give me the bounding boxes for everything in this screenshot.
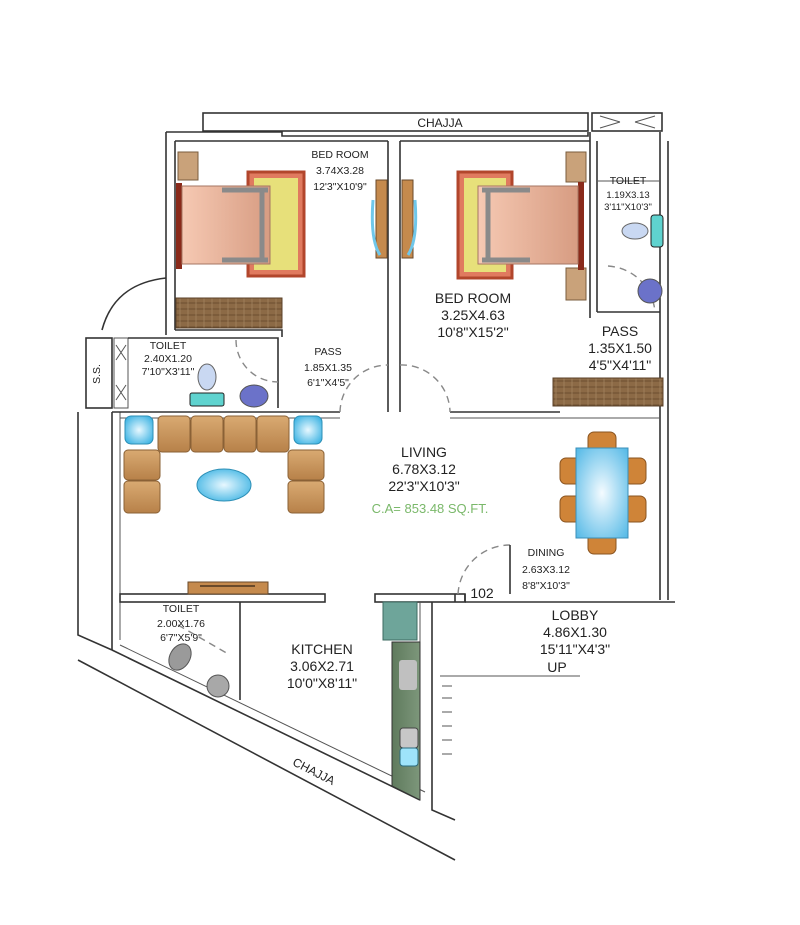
room-name: BED ROOM	[311, 149, 368, 161]
room-pass-center: PASS 1.85X1.35 6'1"X4'5"	[304, 346, 352, 389]
unit-number: 102	[470, 585, 494, 601]
room-name: LIVING	[401, 444, 447, 460]
room-metric: 4.86X1.30	[543, 624, 607, 640]
room-dining: DINING 2.63X3.12 8'8"X10'3"	[522, 547, 570, 592]
room-metric: 3.06X2.71	[290, 658, 354, 674]
room-name: KITCHEN	[291, 641, 352, 657]
room-metric: 2.00X1.76	[157, 618, 205, 630]
room-name: PASS	[314, 346, 341, 358]
chajja-top-label: CHAJJA	[417, 116, 462, 130]
room-kitchen: KITCHEN 3.06X2.71 10'0"X8'11"	[287, 641, 357, 691]
room-living: LIVING 6.78X3.12 22'3"X10'3" C.A= 853.48…	[372, 444, 489, 516]
carpet-area-label: C.A= 853.48 SQ.FT.	[372, 501, 489, 516]
room-metric: 3.25X4.63	[441, 307, 505, 323]
doors	[177, 265, 656, 656]
room-imperial: 4'5"X4'11"	[589, 357, 652, 373]
chajja-bottom-label: CHAJJA	[290, 755, 337, 788]
bedroom2-furniture	[456, 151, 664, 407]
room-metric: 6.78X3.12	[392, 461, 456, 477]
room-metric: 1.85X1.35	[304, 362, 352, 374]
room-imperial: 7'10"X3'11"	[142, 366, 195, 378]
room-imperial: 10'8"X15'2"	[437, 324, 508, 340]
dining-table	[559, 431, 647, 555]
room-toilet-left: TOILET 2.40X1.20 7'10"X3'11"	[142, 340, 195, 378]
room-name: BED ROOM	[435, 290, 511, 306]
room-imperial: 22'3"X10'3"	[388, 478, 459, 494]
living-furniture	[123, 415, 325, 514]
room-imperial: 15'11"X4'3"	[540, 641, 610, 657]
room-imperial: 10'0"X8'11"	[287, 675, 357, 691]
room-imperial: 12'3"X10'9"	[313, 181, 367, 193]
room-metric: 2.63X3.12	[522, 564, 570, 576]
room-metric: 2.40X1.20	[144, 353, 192, 365]
room-imperial: 8'8"X10'3"	[522, 580, 570, 592]
room-name: TOILET	[163, 603, 200, 615]
room-imperial: 6'1"X4'5"	[307, 377, 349, 389]
room-name: PASS	[602, 323, 638, 339]
room-name: TOILET	[610, 175, 647, 187]
room-imperial: 6'7"X5'9"	[160, 632, 202, 644]
room-name: LOBBY	[552, 607, 599, 623]
room-bedroom-1: BED ROOM 3.74X3.28 12'3"X10'9"	[311, 149, 368, 193]
ss-label: S.S.	[91, 364, 103, 384]
room-lobby: LOBBY 4.86X1.30 15'11"X4'3" UP	[540, 607, 610, 675]
stairs-up-label: UP	[547, 659, 566, 675]
room-name: DINING	[528, 547, 565, 559]
bedroom1-furniture	[175, 151, 418, 329]
room-name: TOILET	[150, 340, 187, 352]
kitchen-fixtures	[187, 581, 421, 801]
room-imperial: 3'11"X10'3"	[604, 202, 652, 213]
chajja-top: CHAJJA	[202, 112, 663, 132]
room-metric: 1.35X1.50	[588, 340, 652, 356]
room-bedroom-2: BED ROOM 3.25X4.63 10'8"X15'2"	[435, 290, 511, 340]
room-toilet-top-right: TOILET 1.19X3.13 3'11"X10'3"	[604, 175, 652, 213]
room-pass-right: PASS 1.35X1.50 4'5"X4'11"	[588, 323, 652, 373]
toilet-fixtures	[168, 180, 664, 698]
room-metric: 3.74X3.28	[316, 165, 364, 177]
room-metric: 1.19X3.13	[606, 190, 649, 201]
room-toilet-bottom: TOILET 2.00X1.76 6'7"X5'9"	[157, 603, 205, 644]
